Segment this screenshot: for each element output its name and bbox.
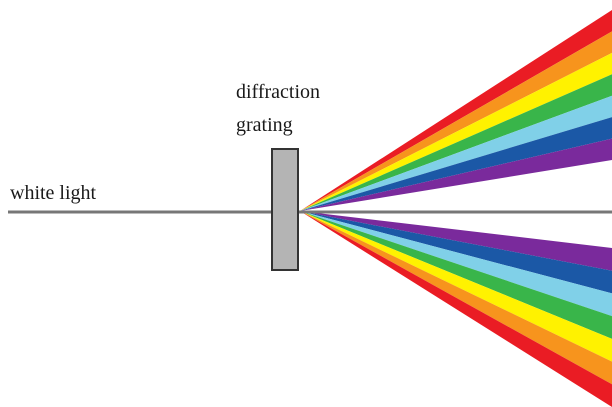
lower-spectrum-band-5 [300, 211, 612, 362]
upper-spectrum-band-7 [300, 138, 612, 211]
upper-spectrum-band-6 [300, 117, 612, 211]
lower-spectrum-band-7 [300, 211, 612, 407]
diffraction-grating [271, 148, 299, 271]
lower-spectrum-fan [300, 211, 612, 407]
upper-spectrum-fan [300, 10, 612, 212]
upper-spectrum-band-2 [300, 31, 612, 212]
lower-spectrum-band-3 [300, 211, 612, 317]
upper-spectrum-band-1 [300, 10, 612, 211]
grating-label-line2: grating [236, 114, 293, 136]
white-light-label: white light [10, 182, 97, 204]
upper-spectrum-band-5 [300, 95, 612, 211]
upper-spectrum-band-4 [300, 74, 612, 211]
upper-spectrum-band-3 [300, 52, 612, 212]
lower-spectrum-band-4 [300, 211, 612, 339]
grating-label-line1: diffraction [236, 81, 320, 103]
